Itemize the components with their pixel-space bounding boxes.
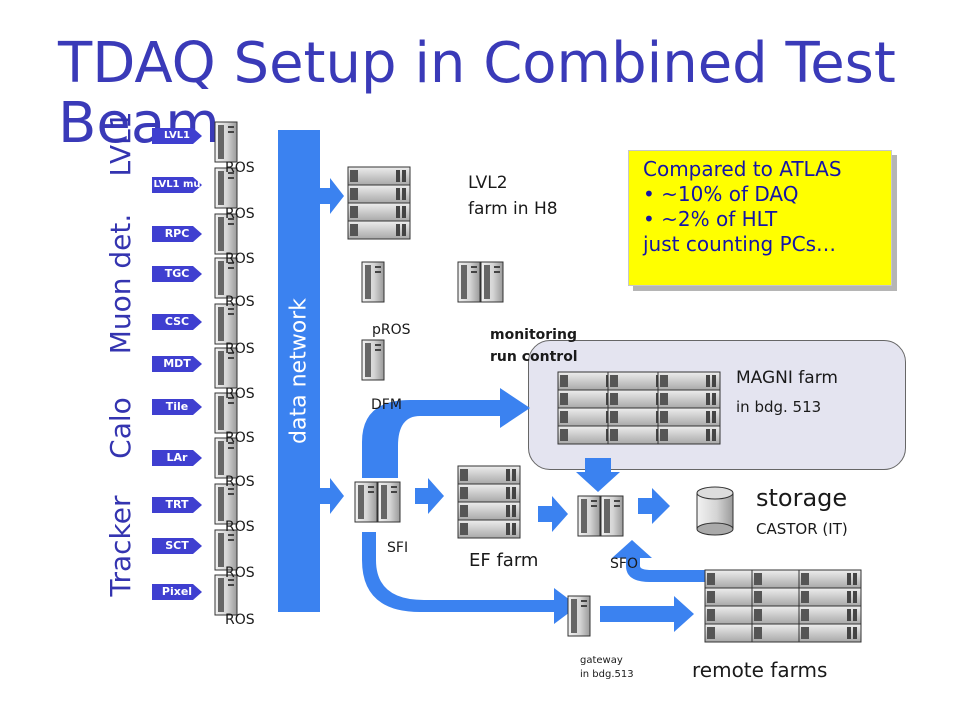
ros-label: ROS (225, 474, 255, 490)
arrow-to-ef-icon (415, 478, 444, 514)
detector-sct: SCT (152, 538, 202, 554)
ros-server-icon (214, 574, 238, 616)
ef-farm-icon (457, 465, 521, 485)
group-label-tracker: Tracker (104, 495, 137, 597)
note-line2: • ~10% of DAQ (643, 182, 799, 206)
arrow-from-remote-icon (612, 540, 705, 582)
detector-lar: LAr (152, 450, 202, 466)
ef-farm-icon (457, 519, 521, 539)
arrow-to-remote-icon (600, 596, 694, 632)
ros-label: ROS (225, 430, 255, 446)
remote-farms-label: remote farms (692, 658, 828, 682)
arrow-to-magni-icon (362, 388, 530, 478)
sfi-label: SFI (387, 540, 409, 556)
detector-csc: CSC (152, 314, 202, 330)
pros-label: pROS (372, 322, 411, 338)
sfi-server-icon (354, 481, 378, 523)
detector-lvl1-calo: LVL1 calo (152, 128, 202, 144)
lvl2-farm-icon (347, 166, 411, 186)
arrow-to-sfo-icon (538, 496, 568, 532)
group-label-lvl1: LVL1 (104, 111, 137, 177)
note-line3: • ~2% of HLT (643, 207, 778, 231)
monitoring-server-icon (480, 261, 504, 303)
detector-lvl1-mu: LVL1 mu (152, 177, 202, 193)
sfo-server-icon (577, 495, 601, 537)
pros-server-icon (361, 261, 385, 303)
gateway-label: gateway in bdg.513 (580, 654, 634, 682)
ros-server-icon (214, 483, 238, 525)
data-network-bar (278, 130, 320, 612)
lvl2-label: LVL2 farm in H8 (468, 170, 558, 222)
monitoring-server-icon (457, 261, 481, 303)
ros-label: ROS (225, 612, 255, 628)
monitoring-label-line1: monitoring (490, 327, 577, 343)
detector-mdt: MDT (152, 356, 202, 372)
detector-rpc: RPC (152, 226, 202, 242)
magni-farm-label: MAGNI farm (736, 368, 838, 388)
ef-farm-label: EF farm (469, 550, 539, 571)
data-network-label-box: data network (278, 130, 320, 612)
run-control-label: run control (490, 349, 578, 365)
ros-label: ROS (225, 386, 255, 402)
group-label-muon: Muon det. (104, 213, 137, 355)
storage-icon (696, 486, 734, 536)
sfo-label: SFO (610, 556, 638, 572)
ros-label: ROS (225, 341, 255, 357)
ros-label: ROS (225, 251, 255, 267)
data-network-label: data network (286, 298, 312, 444)
note-line1: Compared to ATLAS (643, 157, 842, 181)
arrow-to-lvl2-icon (320, 178, 344, 214)
dfm-label: DFM (371, 397, 402, 413)
sfo-server-icon (600, 495, 624, 537)
ros-label: ROS (225, 519, 255, 535)
remote-farms-icon (704, 569, 862, 643)
gateway-label-line2: in bdg.513 (580, 669, 634, 680)
ros-label: ROS (225, 565, 255, 581)
lvl2-farm-icon (347, 202, 411, 222)
storage-label: storage (756, 484, 848, 512)
gateway-label-line1: gateway (580, 655, 623, 666)
lvl2-farm-icon (347, 184, 411, 204)
castor-label: CASTOR (IT) (756, 520, 848, 538)
ef-farm-icon (457, 501, 521, 521)
arrow-to-storage-icon (638, 488, 670, 524)
monitoring-label: monitoring run control (490, 324, 578, 368)
ros-server-icon (214, 121, 238, 163)
note-line4: just counting PCs… (643, 232, 837, 256)
arrow-to-gateway-icon (362, 532, 578, 624)
ros-label: ROS (225, 294, 255, 310)
lvl2-label-line1: LVL2 (468, 173, 508, 193)
ros-label: ROS (225, 206, 255, 222)
comparison-note: Compared to ATLAS • ~10% of DAQ • ~2% of… (628, 150, 892, 286)
dfm-server-icon (361, 339, 385, 381)
arrow-magni-to-sfo-icon (576, 458, 620, 492)
lvl2-farm-icon (347, 220, 411, 240)
sfi-server-icon (377, 481, 401, 523)
ef-farm-icon (457, 483, 521, 503)
page-title: TDAQ Setup in Combined Test Beam (58, 31, 896, 156)
gateway-server-icon (567, 595, 591, 637)
group-label-calo: Calo (104, 397, 137, 459)
ros-server-icon (214, 303, 238, 345)
magni-bdg-label: in bdg. 513 (736, 398, 822, 416)
arrow-to-sfi-icon (320, 478, 344, 514)
detector-trt: TRT (152, 497, 202, 513)
detector-tile: Tile (152, 399, 202, 415)
magni-farm-icon (557, 371, 721, 445)
detector-pixel: Pixel (152, 584, 202, 600)
ros-server-icon (214, 529, 238, 571)
lvl2-label-line2: farm in H8 (468, 199, 558, 219)
detector-tgc: TGC (152, 266, 202, 282)
ros-label: ROS (225, 160, 255, 176)
